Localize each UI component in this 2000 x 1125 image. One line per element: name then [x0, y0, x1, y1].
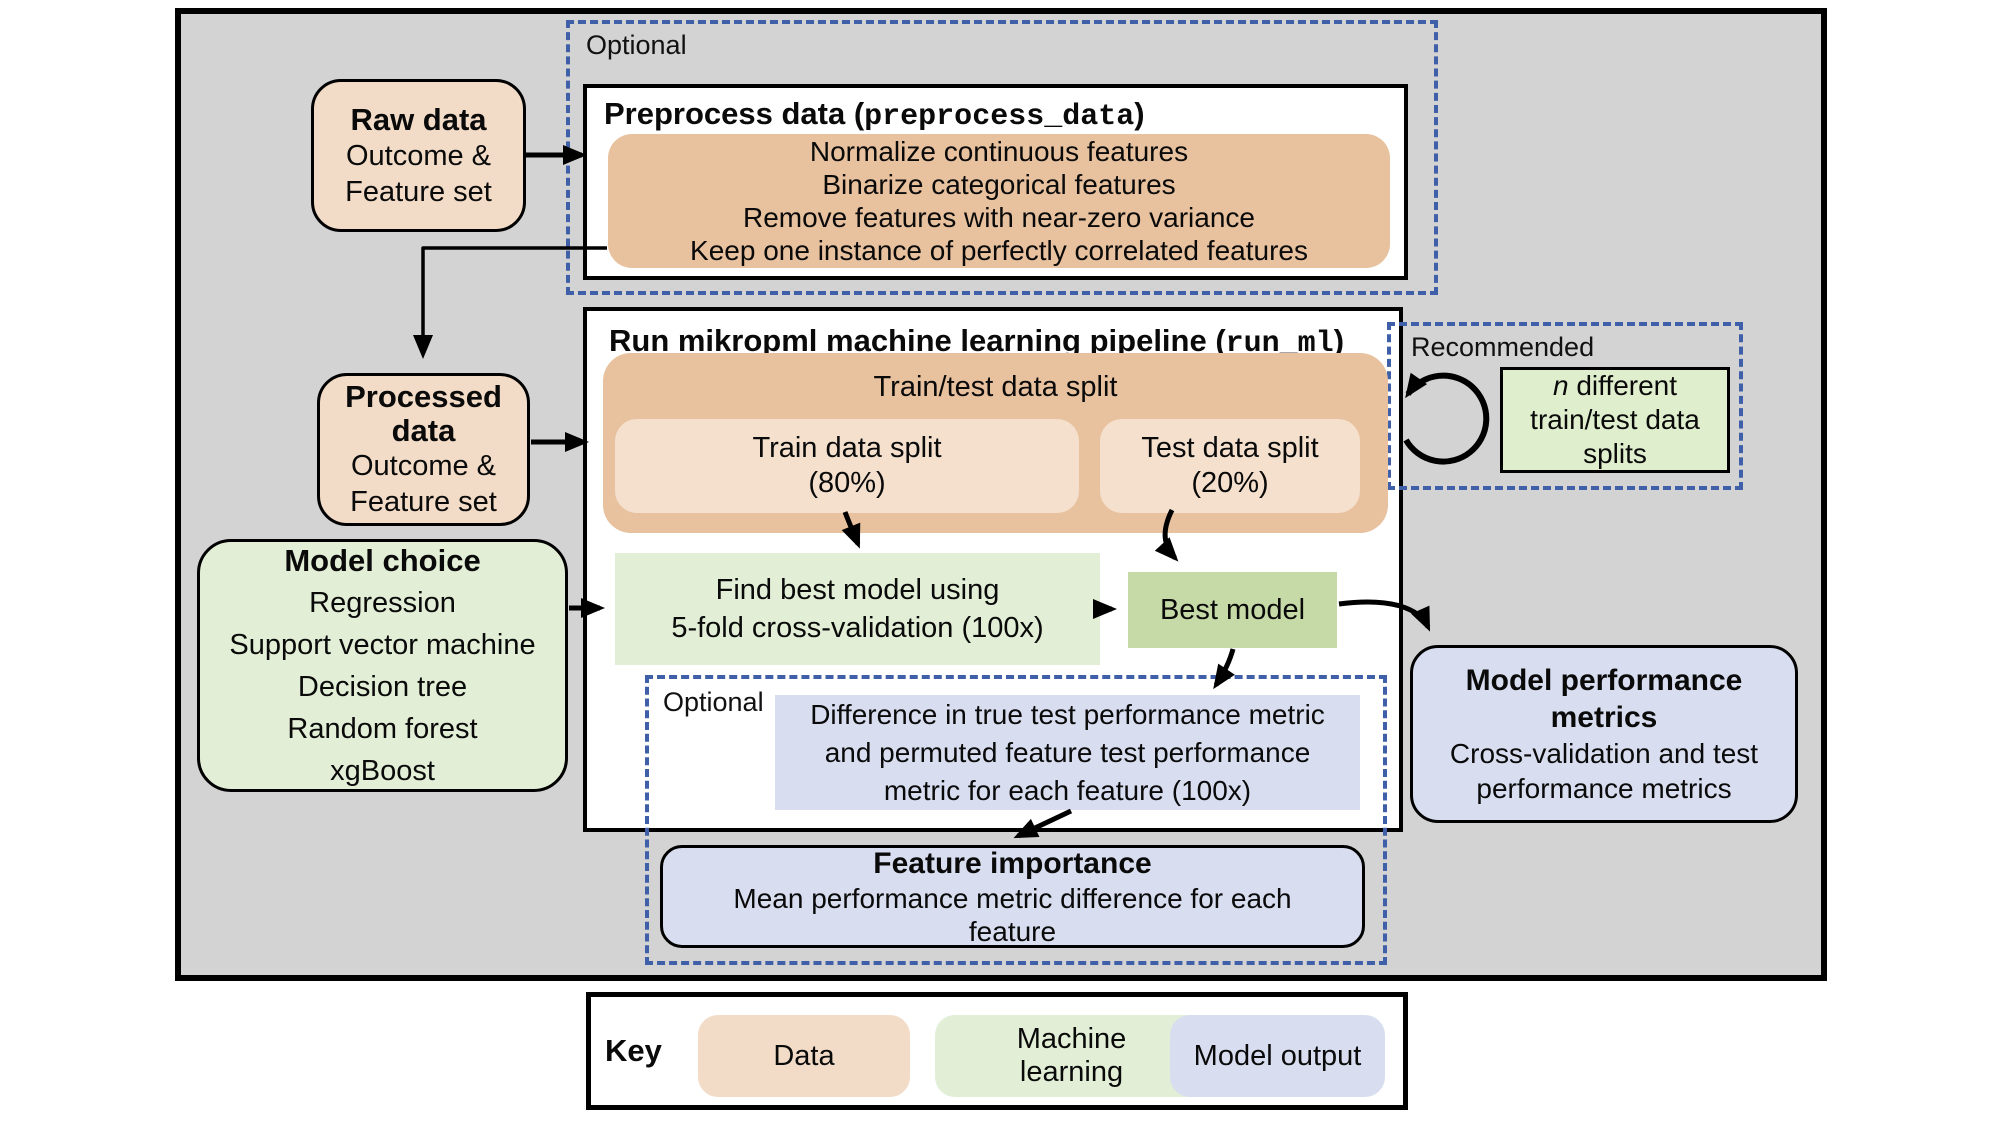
model-performance-title: metrics: [1550, 701, 1658, 734]
find-best-line: Find best model using: [715, 574, 1000, 606]
legend-model-output-swatch: Model output: [1170, 1015, 1385, 1097]
legend-machine-learning-label: Machine learning: [1016, 1023, 1127, 1088]
preprocess-step: Binarize categorical features: [822, 169, 1176, 200]
find-best-model-box: Find best model using 5-fold cross-valid…: [615, 553, 1100, 665]
permutation-difference-box: Difference in true test performance metr…: [775, 695, 1360, 810]
n-different-line: splits: [1583, 438, 1647, 469]
model-choice-option: Support vector machine: [229, 628, 536, 661]
model-choice-option: Random forest: [287, 712, 478, 745]
best-model-label: Best model: [1159, 593, 1306, 626]
raw-data-line: Outcome &: [345, 139, 492, 172]
legend-data-swatch: Data: [698, 1015, 910, 1097]
difference-line: Difference in true test performance metr…: [810, 698, 1325, 730]
model-choice-box: Model choice Regression Support vector m…: [197, 539, 568, 792]
preprocess-function-name: preprocess_data: [864, 100, 1135, 134]
model-performance-box: Model performance metrics Cross-validati…: [1410, 645, 1798, 823]
n-different-splits-box: n different train/test data splits: [1500, 367, 1730, 473]
test-split-line: Test data split: [1141, 432, 1319, 464]
legend-machine-learning-swatch: Machine learning: [935, 1015, 1208, 1097]
model-choice-option: Regression: [309, 586, 456, 619]
find-best-line: 5-fold cross-validation (100x): [671, 612, 1044, 644]
optional-feature-importance-group: Optional: [645, 675, 1387, 965]
preprocess-title-close: ): [1134, 96, 1145, 131]
feature-importance-line: Mean performance metric difference for e…: [733, 882, 1292, 914]
train-test-split-title: Train/test data split: [873, 371, 1118, 403]
model-choice-option: xgBoost: [330, 754, 435, 787]
train-split-line: (80%): [808, 467, 886, 499]
processed-data-title: Processed: [345, 378, 502, 414]
raw-data-line: Feature set: [345, 175, 492, 208]
n-different-line: train/test data: [1530, 404, 1700, 435]
preprocess-steps-box: Normalize continuous features Binarize c…: [608, 134, 1390, 268]
model-choice-option: Decision tree: [297, 670, 468, 703]
test-split-line: (20%): [1191, 467, 1269, 499]
train-split-line: Train data split: [752, 432, 942, 464]
train-data-split-box: Train data split (80%): [615, 419, 1079, 513]
model-performance-line: performance metrics: [1476, 773, 1732, 804]
preprocess-step: Remove features with near-zero variance: [742, 202, 1255, 233]
difference-line: metric for each feature (100x): [883, 774, 1252, 806]
recommended-group: Recommended: [1387, 322, 1743, 490]
raw-data-box: Raw data Outcome & Feature set: [311, 79, 526, 232]
legend-data-label: Data: [773, 1039, 835, 1072]
model-performance-title: Model performance: [1465, 664, 1743, 697]
processed-data-box: Processed data Outcome & Feature set: [317, 373, 530, 526]
preprocess-step: Keep one instance of perfectly correlate…: [690, 235, 1308, 266]
optional-label-top: Optional: [586, 30, 687, 60]
preprocess-title: Preprocess data (preprocess_data): [604, 96, 1145, 134]
raw-data-title: Raw data: [350, 101, 487, 137]
preprocess-step: Normalize continuous features: [809, 136, 1189, 167]
n-different-line: n different: [1553, 369, 1677, 403]
preprocess-title-text: Preprocess data (: [604, 96, 865, 131]
best-model-box: Best model: [1128, 572, 1337, 648]
n-variable: n: [1552, 370, 1569, 401]
legend-key-title: Key: [605, 1033, 662, 1068]
recommended-label: Recommended: [1411, 332, 1595, 362]
optional-label-bottom: Optional: [663, 687, 764, 717]
legend-model-output-label: Model output: [1193, 1039, 1362, 1072]
processed-data-title: data: [391, 412, 456, 448]
difference-line: and permuted feature test performance: [824, 736, 1311, 768]
legend-key: Key Data Machine learning Model output: [586, 992, 1408, 1110]
run-ml-title-text: Run mikropml machine learning pipeline (: [609, 323, 1226, 358]
feature-importance-line: feature: [968, 915, 1057, 947]
n-different-text: different: [1568, 370, 1678, 401]
model-performance-line: Cross-validation and test: [1449, 738, 1759, 769]
model-choice-title: Model choice: [284, 542, 481, 578]
run-ml-title: Run mikropml machine learning pipeline (…: [609, 323, 1344, 361]
processed-data-line: Feature set: [350, 485, 497, 518]
feature-importance-box: Feature importance Mean performance metr…: [660, 845, 1365, 948]
feature-importance-title: Feature importance: [873, 846, 1152, 880]
processed-data-line: Outcome &: [350, 449, 497, 482]
run-ml-title-close: ): [1333, 323, 1345, 358]
test-data-split-box: Test data split (20%): [1100, 419, 1360, 513]
